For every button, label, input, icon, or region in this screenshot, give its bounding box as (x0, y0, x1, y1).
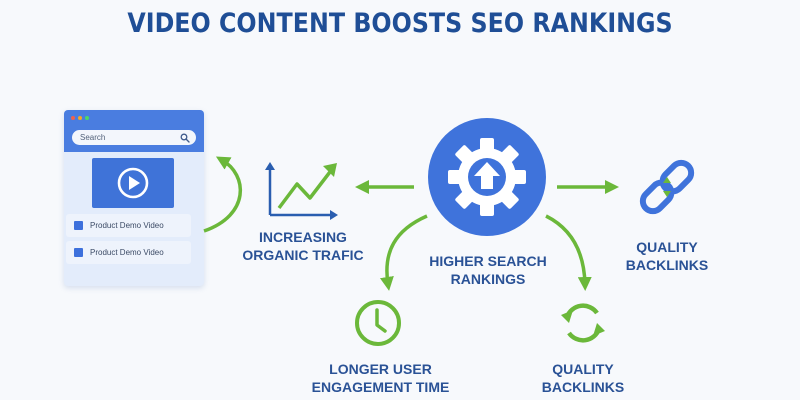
refresh-cycle-icon (561, 303, 605, 343)
search-input[interactable]: Search (72, 130, 196, 145)
video-item-label: Product Demo Video (90, 221, 164, 230)
label-line: BACKLINKS (541, 379, 625, 395)
trend-chart-icon (265, 162, 338, 220)
node-rankings-label: HIGHER SEARCH RANKINGS (418, 252, 558, 288)
node-backlinks-bottom-label: QUALITY BACKLINKS (528, 360, 638, 396)
video-item-icon (74, 248, 83, 257)
label-line: QUALITY (552, 361, 614, 377)
label-line: INCREASING (259, 229, 347, 245)
label-line: BACKLINKS (625, 257, 709, 273)
node-traffic-label: INCREASING ORGANIC TRAFIC (238, 228, 368, 264)
label-line: QUALITY (636, 239, 698, 255)
video-list-item[interactable]: Product Demo Video (66, 241, 191, 264)
search-icon (180, 133, 190, 143)
gear-up-arrow-icon (428, 118, 546, 236)
browser-mockup: Search Product Demo Video Product Demo V… (64, 110, 204, 286)
video-item-label: Product Demo Video (90, 248, 164, 257)
node-backlinks-right-label: QUALITY BACKLINKS (612, 238, 722, 274)
label-line: RANKINGS (450, 271, 526, 287)
window-close-dot (71, 116, 75, 120)
chain-link-icon (639, 159, 695, 215)
label-line: ENGAGEMENT TIME (311, 379, 450, 395)
window-minimize-dot (78, 116, 82, 120)
video-thumbnail[interactable] (92, 158, 174, 208)
page-title: VIDEO CONTENT BOOSTS SEO RANKINGS (127, 8, 673, 39)
video-item-icon (74, 221, 83, 230)
browser-titlebar: Search (64, 110, 204, 152)
curved-arrow-down-right-icon (545, 214, 592, 291)
search-placeholder: Search (80, 133, 106, 142)
label-line: ORGANIC TRAFIC (242, 247, 364, 263)
window-maximize-dot (85, 116, 89, 120)
play-icon (117, 167, 149, 199)
curved-arrow-down-left-icon (380, 214, 428, 291)
video-list-item[interactable]: Product Demo Video (66, 214, 191, 237)
clock-icon (355, 300, 401, 346)
curved-arrow-icon (203, 156, 243, 233)
label-line: LONGER USER (329, 361, 432, 377)
node-engagement-label: LONGER USER ENGAGEMENT TIME (308, 360, 453, 396)
label-line: HIGHER SEARCH (429, 253, 547, 269)
